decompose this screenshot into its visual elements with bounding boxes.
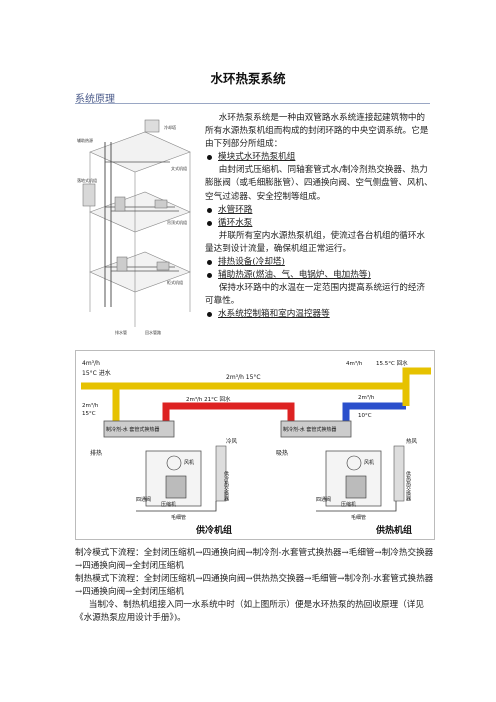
item-label: 水系统控制箱和室内温控器等 xyxy=(218,309,330,320)
heating-flow: 制热模式下流程：全封闭压缩机→四通换向阀→供热热交换器→毛细管→制冷剂-水套管式… xyxy=(75,574,434,598)
item-label: 辅助热源(燃油、气、电锅炉、电加热等) xyxy=(218,270,371,281)
label-cooling-tower: 冷却塔 xyxy=(164,124,176,130)
heat-pump-diagram: 4m³/h 15°C 进水 2m³/h 15°C 2m³/h 21°C 回水 2… xyxy=(75,350,435,540)
intro-paragraph: 水环热泵系统是一种由双管路水系统连接起建筑物中的所有水源热泵机组而构成的封闭环路… xyxy=(205,113,429,150)
compressor-label-right: 压缩机 xyxy=(341,501,356,508)
page-title: 水环热泵系统 xyxy=(210,71,286,86)
label-unit-a: 文式机组 xyxy=(171,165,187,171)
item-label: 模块式水环热泵机组 xyxy=(218,152,296,163)
label-cabinet-unit: 柜式机组 xyxy=(167,279,183,285)
right-unit-flow: 2m³/h xyxy=(358,394,375,401)
capillary-label-right: 毛细管 xyxy=(351,514,366,521)
cooling-coil-label: 供冷热交换器 xyxy=(223,470,229,502)
label-floor-unit: 落地式机组 xyxy=(77,177,97,183)
label-drain: 排水管 xyxy=(115,329,127,335)
list-item: 辅助热源(燃油、气、电锅炉、电加热等) xyxy=(205,269,433,282)
exchanger-right-label: 制冷剂-水 套管式换热器 xyxy=(283,426,336,433)
left-unit-temp: 15°C xyxy=(82,411,96,417)
heating-coil-label: 供热热交换器 xyxy=(405,470,411,502)
inlet-temp: 15°C 进水 xyxy=(82,369,111,377)
building-system-figure: 冷却塔 辅助热源 文式机组 吊顶式机组 落地式机组 柜式机组 排水管 回水管路 xyxy=(77,119,191,335)
heating-unit-label: 供热机组 xyxy=(375,524,412,536)
cooling-flow: 制冷模式下流程：全封闭压缩机→四通换向阀→制冷剂-水套管式换热器→毛细管→制冷热… xyxy=(75,548,434,572)
exchanger-left-label: 制冷剂-水 套管式换热器 xyxy=(106,426,159,433)
capillary-label-left: 毛细管 xyxy=(171,514,186,521)
fan-label-right: 风机 xyxy=(364,459,374,466)
label-ceiling-unit: 吊顶式机组 xyxy=(167,219,187,225)
right-unit-temp: 10°C xyxy=(358,413,372,419)
four-way-label-right: 四通阀 xyxy=(316,496,331,503)
section-header: 系统原理 xyxy=(75,87,430,105)
right-top-flow: 4m³/h xyxy=(346,360,363,367)
inlet-flow: 4m³/h xyxy=(82,360,100,367)
label-return: 回水管路 xyxy=(145,329,161,335)
item-label: 排热设备(冷却塔) xyxy=(218,257,285,268)
cooling-unit-label: 供冷机组 xyxy=(195,524,232,536)
right-absorb-label: 吸热 xyxy=(276,449,288,457)
intro-text: 水环热泵系统是一种由双管路水系统连接起建筑物中的所有水源热泵机组而构成的封闭环路… xyxy=(205,112,433,322)
left-unit-flow: 2m³/h xyxy=(82,402,99,409)
item-desc: 由封闭式压缩机、同轴套管式水/制冷剂热交换器、热力膨胀阀（或毛细膨胀管）、四通换… xyxy=(205,165,433,202)
item-label: 水管环路 xyxy=(218,204,253,215)
right-top-temp: 15.5°C 回水 xyxy=(376,359,408,367)
list-item: 排热设备(冷却塔) xyxy=(205,256,433,269)
item-desc: 保持水环路中的水温在一定范围内提高系统运行的经济可靠性。 xyxy=(205,283,426,307)
heat-recovery-note: 当制冷、制热机组接入同一水系统中时（如上图所示）便是水环热泵的热回收原理（详见《… xyxy=(75,600,424,624)
section-title: 系统原理 xyxy=(75,94,115,105)
list-item: 水管环路 xyxy=(205,204,433,217)
compressor-label-left: 压缩机 xyxy=(161,501,176,508)
fan-label-left: 风机 xyxy=(184,459,194,466)
hot-air-label: 热风 xyxy=(406,437,418,445)
item-desc: 并联所有室内水源热泵机组，使流过各台机组的循环水量达到设计流量，确保机组正常运行… xyxy=(205,230,426,254)
left-exhaust-label: 排热 xyxy=(90,449,102,457)
item-label: 循环水泵 xyxy=(218,217,253,228)
top-flow-label: 2m³/h 15°C xyxy=(226,374,261,381)
label-aux-heat: 辅助热源 xyxy=(77,137,93,143)
list-item: 循环水泵 xyxy=(205,217,433,230)
list-item: 水系统控制箱和室内温控器等 xyxy=(205,308,433,321)
cold-air-label: 冷风 xyxy=(226,437,238,445)
list-item: 模块式水环热泵机组 xyxy=(205,151,433,164)
four-way-label-left: 四通阀 xyxy=(136,496,151,503)
mid-return-label: 2m³/h 21°C 回水 xyxy=(186,395,231,403)
flow-description: 制冷模式下流程：全封闭压缩机→四通换向阀→制冷剂-水套管式换热器→毛细管→制冷热… xyxy=(75,547,435,626)
